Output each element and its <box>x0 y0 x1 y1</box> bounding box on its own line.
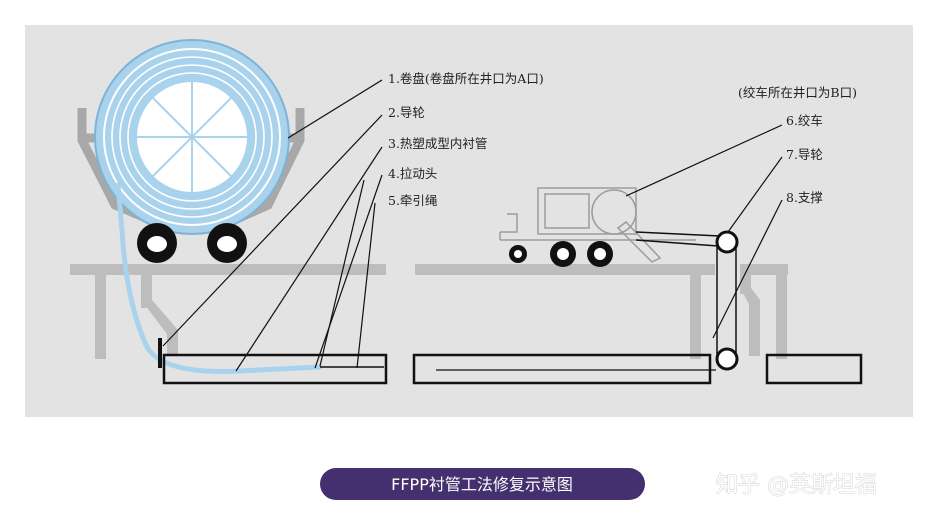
pipe-right <box>765 353 863 385</box>
leader-lines <box>162 79 783 372</box>
winch-wheels <box>509 241 613 267</box>
label-reel: 1.卷盘(卷盘所在井口为A口) <box>388 71 544 86</box>
label-pull-head: 4.拉动头 <box>388 166 437 181</box>
label-support: 8.支撑 <box>786 190 823 205</box>
guide-wheel-bottom <box>715 347 739 371</box>
ground-left <box>70 264 386 359</box>
label-pull-rope: 5.牵引绳 <box>388 193 437 208</box>
caption: FFPP衬管工法修复示意图 <box>391 475 573 494</box>
caption-pill <box>320 468 645 500</box>
rope-b <box>635 231 737 360</box>
label-liner-pipe: 3.热塑成型内衬管 <box>388 136 487 151</box>
label-guide-wheel-a: 2.导轮 <box>388 105 425 120</box>
reel-wheels <box>137 223 247 263</box>
note-b-well: (绞车所在井口为B口) <box>738 85 857 100</box>
reel <box>94 39 290 235</box>
pipe-middle <box>412 353 712 385</box>
guide-wheel-top <box>715 230 739 254</box>
label-guide-wheel-b: 7.导轮 <box>786 147 823 162</box>
watermark: 知乎 @英斯坦福 <box>716 473 877 498</box>
liner-pipe <box>115 182 323 374</box>
winch <box>499 187 696 263</box>
ground-right <box>415 264 788 359</box>
label-winch: 6.绞车 <box>786 113 823 128</box>
pipe-left <box>162 353 388 385</box>
